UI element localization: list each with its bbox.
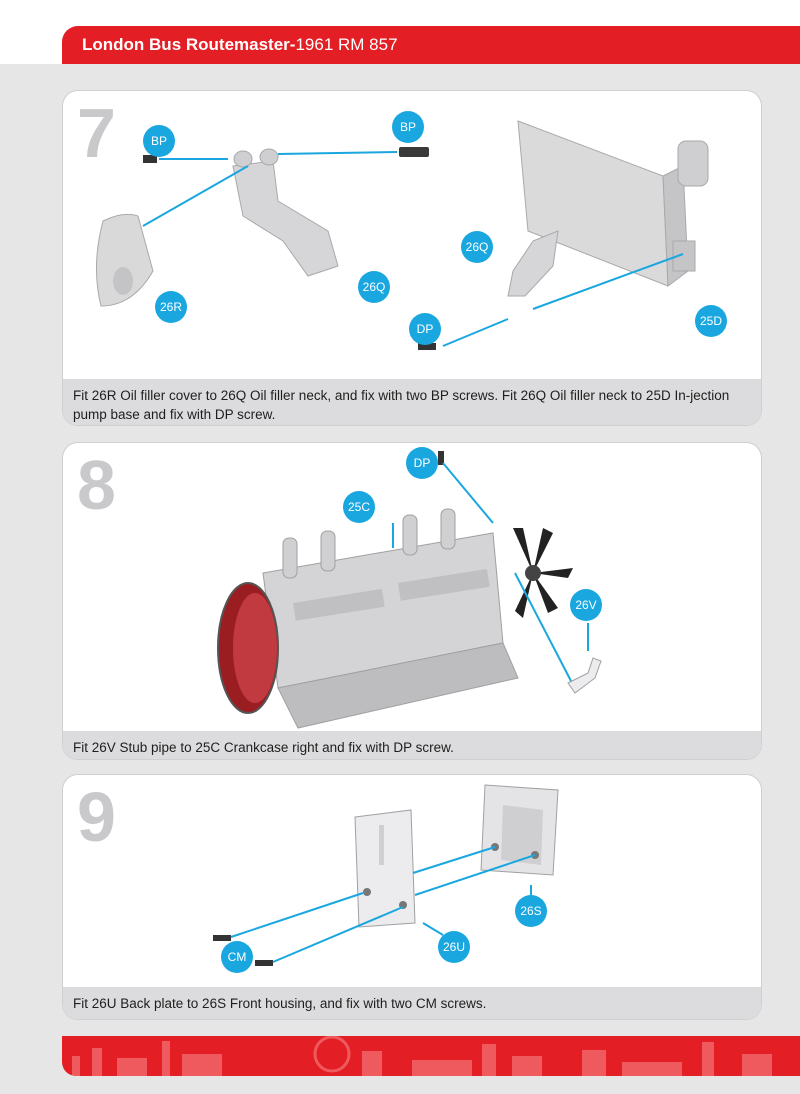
callout-26v: 26V xyxy=(570,589,602,621)
london-skyline-graphic xyxy=(72,1036,772,1076)
callout-dp: DP xyxy=(406,447,438,479)
step-7-panel: 7 BP BP 26R 26Q 26Q DP 25D Fit 26R Oil f… xyxy=(62,90,762,426)
footer-skyline-bar xyxy=(62,1036,800,1076)
step-7-illustration xyxy=(96,120,709,350)
step-number: 7 xyxy=(77,94,116,172)
header-title-model: 1961 RM 857 xyxy=(295,35,398,54)
step-9-illustration xyxy=(213,784,559,966)
step-8-panel: 8 DP 25C 26V Fit 26V Stu xyxy=(62,442,762,760)
callout-cm: CM xyxy=(221,941,253,973)
callout-26q-left: 26Q xyxy=(358,271,390,303)
callout-26r: 26R xyxy=(155,291,187,323)
step-number: 9 xyxy=(77,778,116,856)
step-8-illustration xyxy=(217,451,602,729)
callout-26s: 26S xyxy=(515,895,547,927)
step-7-caption: Fit 26R Oil filler cover to 26Q Oil fill… xyxy=(63,379,761,425)
callout-dp: DP xyxy=(409,313,441,345)
callout-25c: 25C xyxy=(343,491,375,523)
header-title-bold: London Bus Routemaster- xyxy=(82,35,296,54)
callout-bp-left: BP xyxy=(143,125,175,157)
step-9-panel: 9 CM 26U 26S Fit 26U Back plate to 26S F… xyxy=(62,774,762,1020)
step-number: 8 xyxy=(77,446,116,524)
callout-26q-right: 26Q xyxy=(461,231,493,263)
header-bar: London Bus Routemaster-1961 RM 857 xyxy=(62,26,800,64)
step-9-caption: Fit 26U Back plate to 26S Front housing,… xyxy=(63,987,761,1019)
callout-26u: 26U xyxy=(438,931,470,963)
callout-bp-right: BP xyxy=(392,111,424,143)
step-8-caption: Fit 26V Stub pipe to 25C Crankcase right… xyxy=(63,731,761,759)
callout-25d: 25D xyxy=(695,305,727,337)
